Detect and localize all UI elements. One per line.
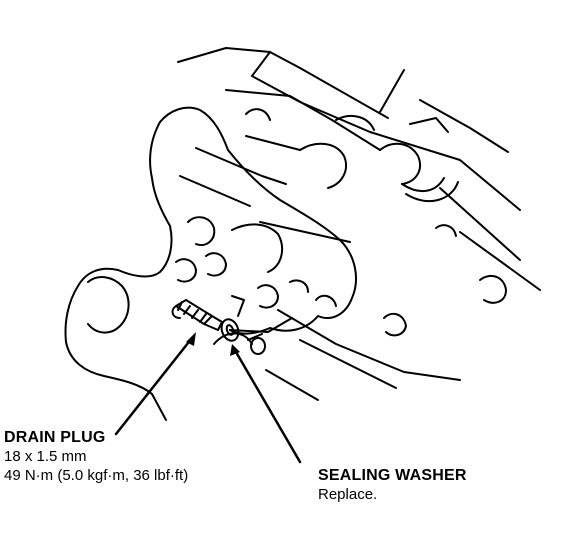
drain-plug-part <box>171 299 223 331</box>
drain-hole-boss <box>231 295 266 355</box>
drain-plug-title: DRAIN PLUG <box>4 429 106 446</box>
drain-plug-torque: 49 N·m (5.0 kgf·m, 36 lbf·ft) <box>4 466 189 484</box>
transmission-housing <box>64 106 357 421</box>
sealing-washer-arrowhead <box>230 344 240 356</box>
leader-lines <box>114 336 302 464</box>
sealing-washer-note: Replace. <box>318 486 378 503</box>
frame-rails <box>177 47 541 291</box>
drain-plug-size: 18 x 1.5 mm <box>4 448 87 465</box>
sealing-washer-part <box>220 318 240 342</box>
drain-plug-callout: DRAIN PLUG 18 x 1.5 mm 49 N·m (5.0 kgf·m… <box>4 428 188 486</box>
drain-plug-arrowhead <box>186 332 196 346</box>
sealing-washer-callout: SEALING WASHER Replace. <box>318 466 467 505</box>
housing-details <box>175 108 507 401</box>
sealing-washer-title: SEALING WASHER <box>318 467 467 484</box>
